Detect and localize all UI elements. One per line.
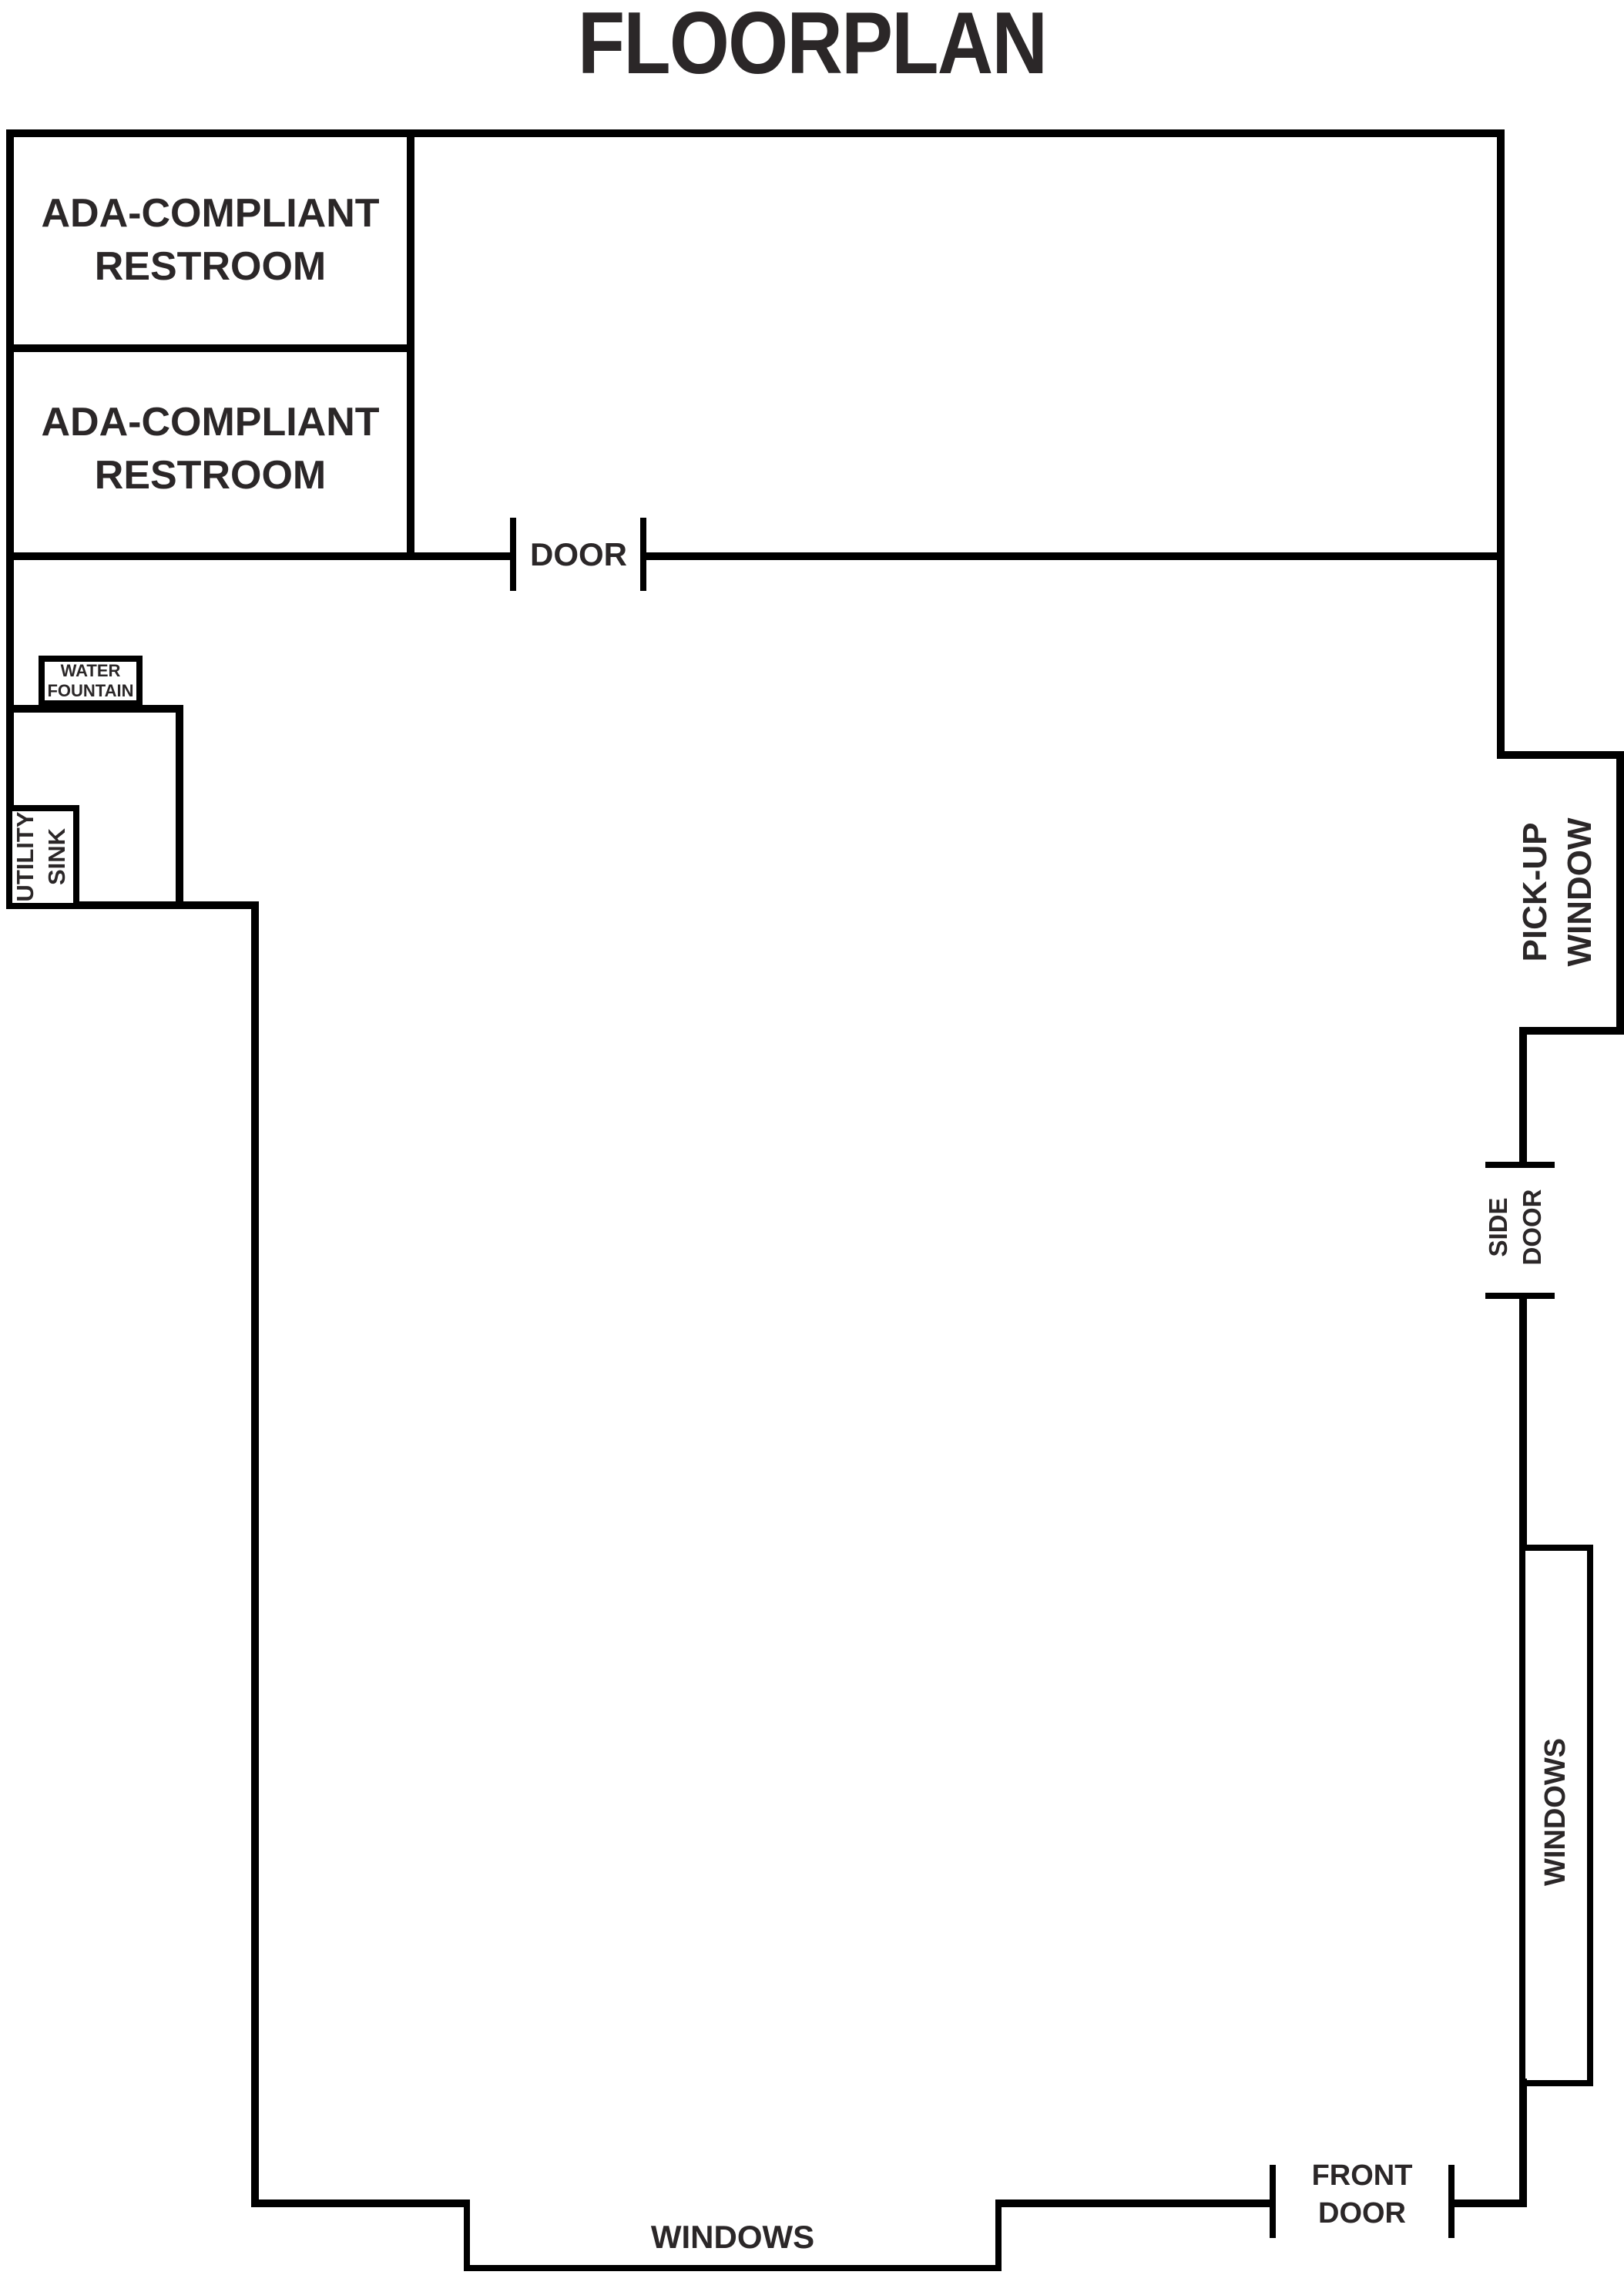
wall-pickup-bottom [1519, 1027, 1624, 1035]
wall-pickup-top [1497, 751, 1624, 759]
wall-bottom-right [1455, 2200, 1527, 2207]
wall-alcove-right [176, 705, 183, 909]
wall-pickup-right [1616, 751, 1624, 1035]
wall-right-lower [1519, 2079, 1527, 2207]
wall-left-lower [251, 901, 259, 2207]
wall-top [6, 129, 1505, 137]
restroom-bottom-label: ADA-COMPLIANT RESTROOM [14, 396, 407, 502]
water-fountain-label-line2: FOUNTAIN [47, 680, 134, 700]
pickup-window-label-line2: WINDOW [1561, 817, 1599, 967]
side-door-jamb-top [1485, 1162, 1555, 1168]
side-door-label: SIDE DOOR [1481, 1158, 1549, 1297]
utility-sink-label: UTILITY SINK [10, 803, 75, 911]
front-door-jamb-right [1448, 2165, 1455, 2238]
restroom-top-label-line2: RESTROOM [94, 243, 327, 289]
restroom-bottom-label-line2: RESTROOM [94, 452, 327, 498]
wall-right-mid-lower [1519, 1293, 1527, 1551]
interior-door-label: DOOR [530, 536, 627, 572]
side-door-label-line1: SIDE [1484, 1197, 1512, 1257]
water-fountain-label-line1: WATER [60, 661, 121, 680]
windows-right-box [1525, 1545, 1593, 2086]
interior-door-jamb-left [510, 518, 516, 591]
page-title: FLOORPLAN [577, 0, 1048, 92]
windows-bottom-box [464, 2200, 1002, 2271]
wall-right-mid-upper [1519, 1027, 1527, 1168]
front-door-label-line2: DOOR [1318, 2196, 1406, 2230]
restroom-bottom-label-line1: ADA-COMPLIANT [41, 400, 380, 445]
water-fountain-label: WATER FOUNTAIN [39, 661, 143, 701]
wall-left-upper [6, 129, 14, 713]
front-door-label-line1: FRONT [1311, 2159, 1413, 2192]
restroom-top-label-line1: ADA-COMPLIANT [41, 191, 380, 236]
windows-bottom-label: WINDOWS [650, 2219, 815, 2255]
wall-door-right [642, 552, 1505, 560]
restroom-top-label: ADA-COMPLIANT RESTROOM [14, 187, 407, 293]
wall-alcove-top [6, 705, 183, 713]
utility-sink-label-line2: SINK [42, 827, 70, 886]
wall-right-windows [1519, 1545, 1527, 2086]
water-fountain-box [39, 656, 143, 706]
pickup-window-label: PICK-UP WINDOW [1513, 784, 1606, 1000]
wall-door-left [6, 552, 516, 560]
side-door-label-line2: DOOR [1517, 1189, 1546, 1266]
wall-restroom-divider [6, 344, 414, 352]
front-door-label: FRONT DOOR [1277, 2157, 1447, 2232]
windows-right-label: WINDOWS [1539, 1737, 1572, 1887]
pickup-window-label-line1: PICK-UP [1516, 822, 1554, 962]
utility-sink-label-line1: UTILITY [12, 811, 39, 902]
utility-sink-box [6, 805, 79, 909]
wall-alcove-bottom [6, 901, 259, 909]
wall-right-upper [1497, 129, 1505, 759]
